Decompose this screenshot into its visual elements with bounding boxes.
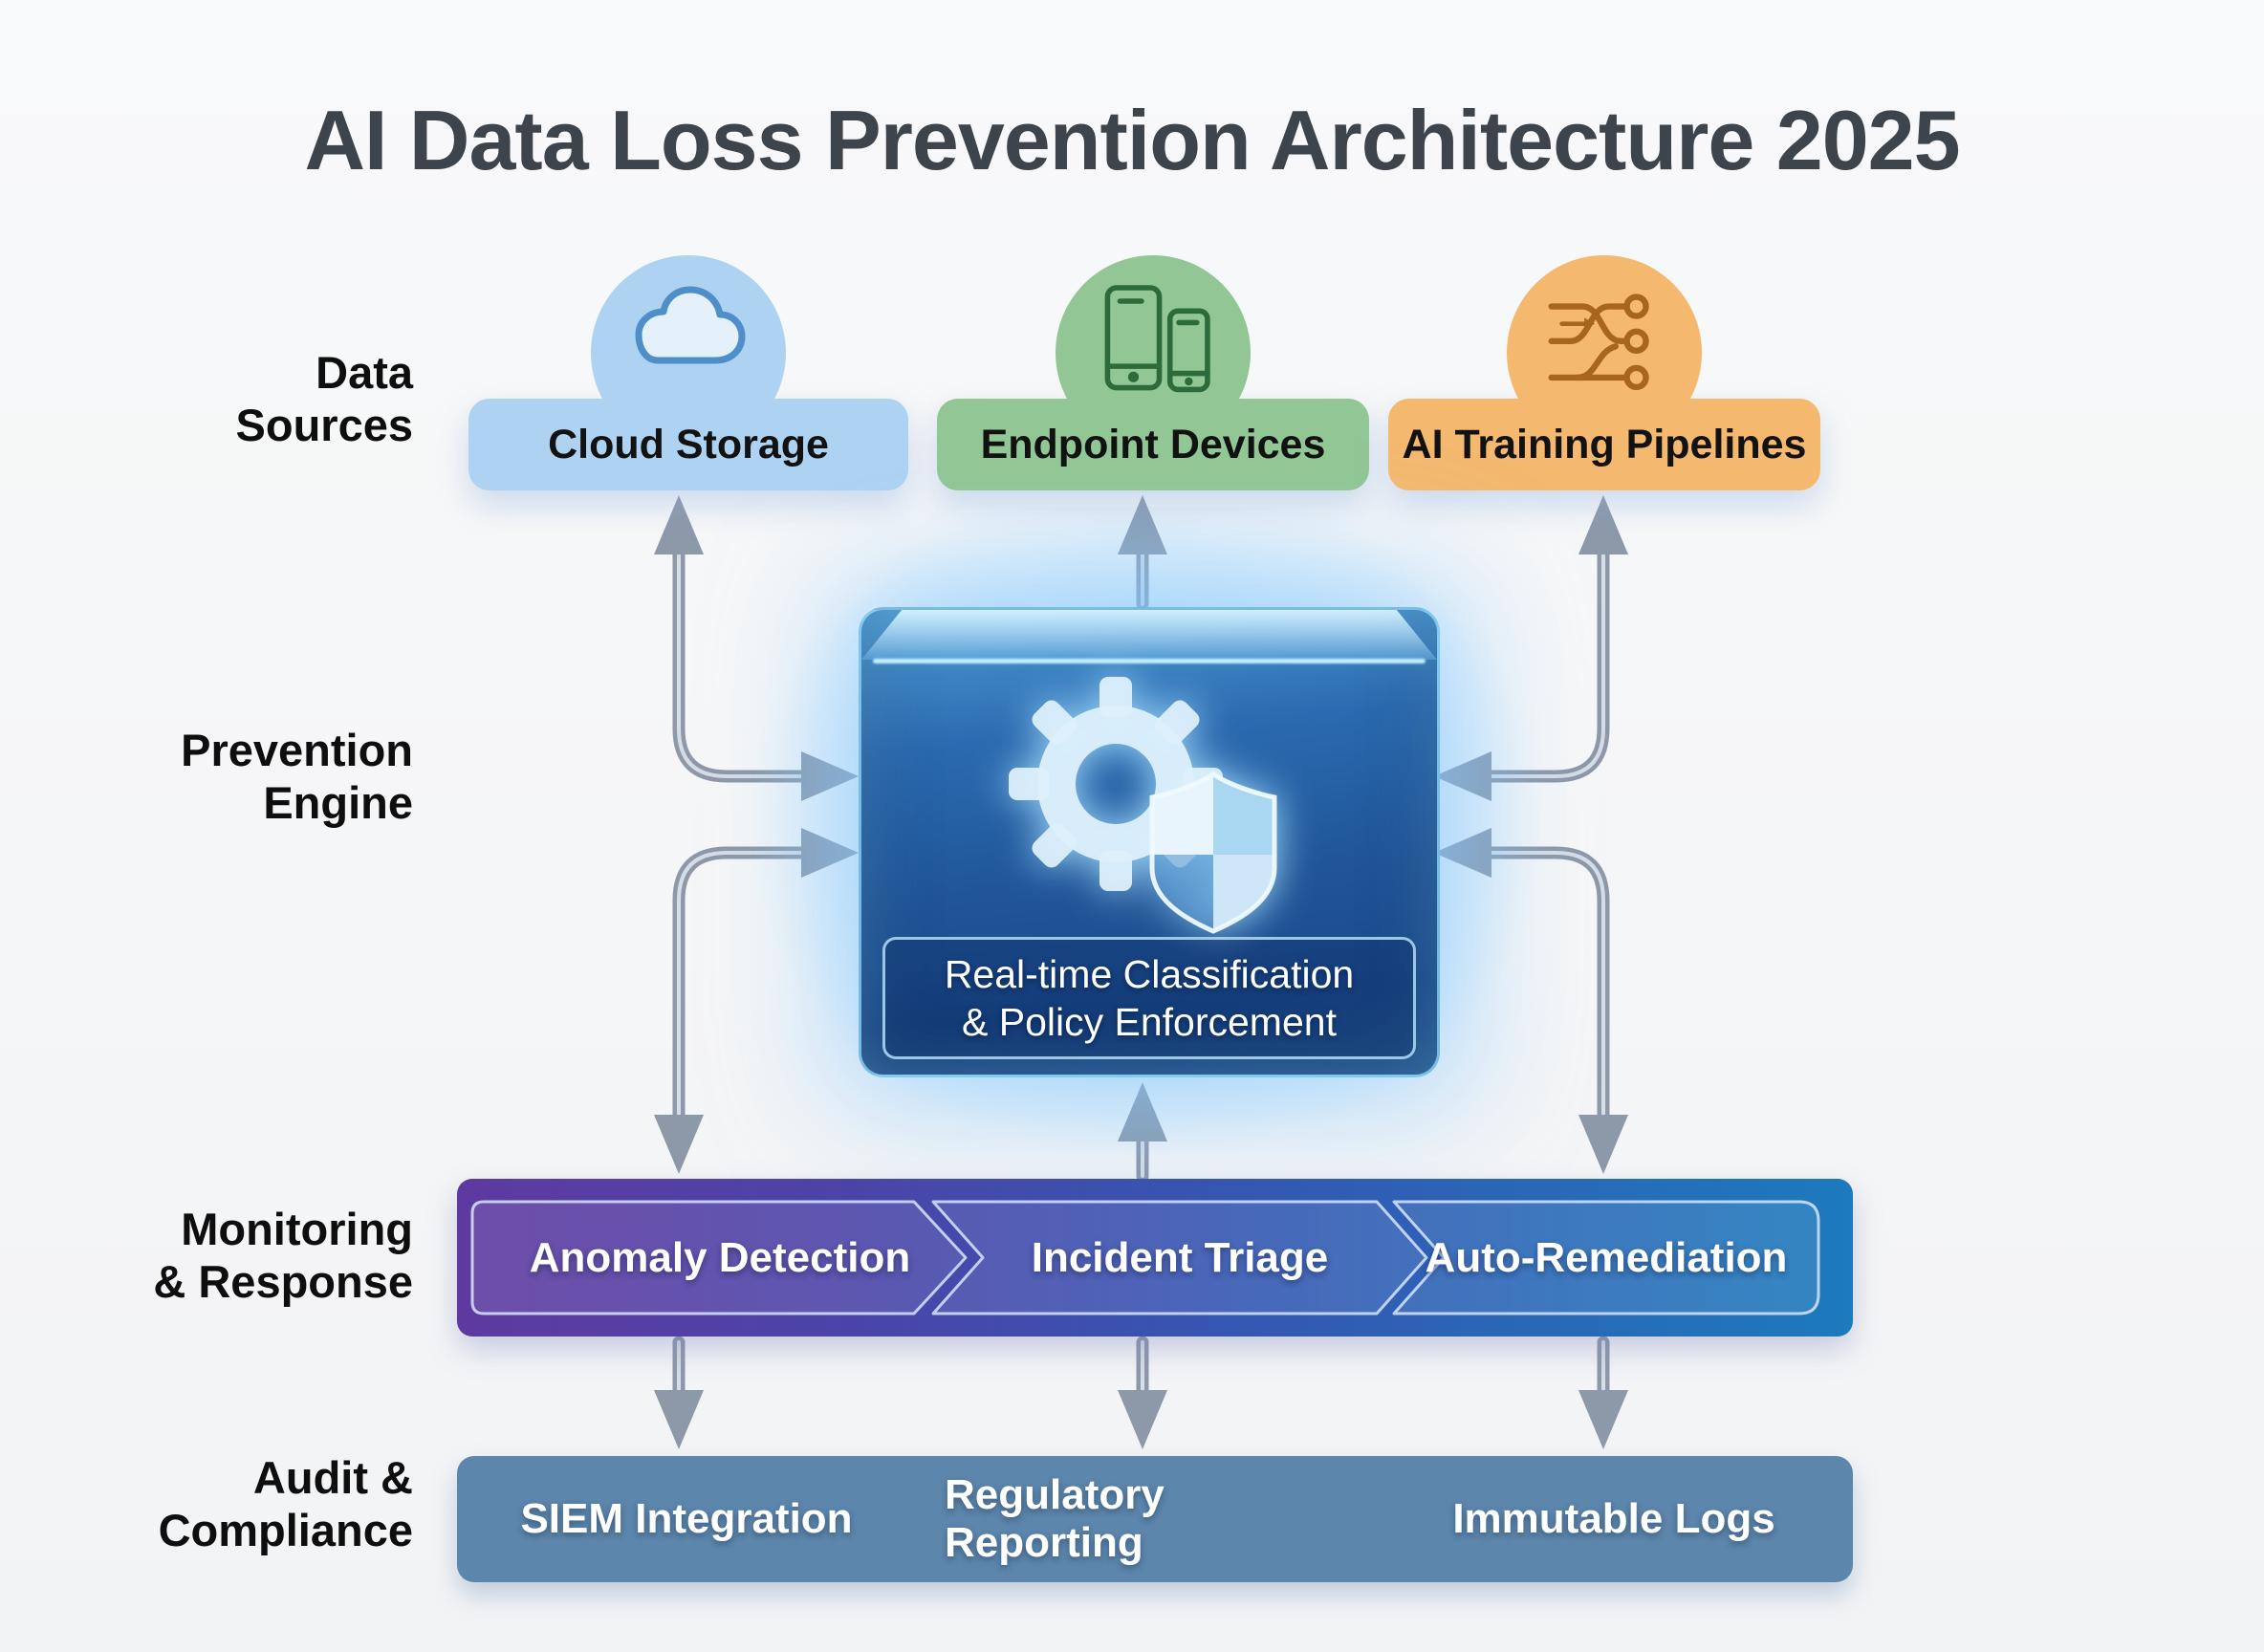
audit-compliance-bar: SIEM Integration Regulatory Reporting Im… — [457, 1456, 1853, 1582]
cube-top-face — [861, 610, 1437, 660]
engine-label-panel: Real-time Classification & Policy Enforc… — [882, 937, 1416, 1059]
audit-item-regulatory: Regulatory Reporting — [945, 1471, 1165, 1566]
stage-chevrons — [470, 1200, 1820, 1315]
endpoint-devices-label: Endpoint Devices — [980, 421, 1326, 467]
stage-auto-remediation: Auto-Remediation — [1425, 1233, 1788, 1281]
prevention-engine-cube: Real-time Classification & Policy Enforc… — [859, 607, 1440, 1077]
row-label-audit-compliance: Audit & Compliance — [158, 1452, 413, 1555]
stage-incident-triage: Incident Triage — [1031, 1233, 1329, 1281]
engine-label-line2: & Policy Enforcement — [962, 1000, 1337, 1044]
box-ai-training-pipelines: AI Training Pipelines — [1388, 255, 1820, 490]
row-label-prevention-engine: Prevention Engine — [181, 725, 413, 828]
cloud-storage-bump — [591, 255, 786, 450]
ai-training-pipelines-label: AI Training Pipelines — [1402, 421, 1807, 467]
cloud-storage-label: Cloud Storage — [548, 421, 829, 467]
audit-item-immutable-logs: Immutable Logs — [1452, 1495, 1775, 1542]
devices-icon — [1104, 285, 1210, 393]
gear-shield-icon — [1009, 677, 1277, 934]
row-label-data-sources: Data Sources — [235, 347, 413, 450]
box-cloud-storage: Cloud Storage — [468, 255, 908, 490]
audit-item-siem: SIEM Integration — [520, 1495, 853, 1542]
page-title: AI Data Loss Prevention Architecture 202… — [304, 93, 1960, 187]
stage-anomaly-detection: Anomaly Detection — [529, 1233, 911, 1281]
row-label-monitoring-response: Monitoring & Response — [153, 1204, 413, 1307]
box-endpoint-devices: Endpoint Devices — [937, 255, 1369, 490]
pipeline-icon — [1548, 293, 1649, 391]
engine-label-line1: Real-time Classification — [944, 952, 1355, 996]
endpoint-devices-bump — [1056, 255, 1251, 450]
cloud-icon — [635, 286, 746, 364]
ai-training-pipelines-bump — [1507, 255, 1702, 450]
monitoring-response-bar: Anomaly Detection Incident Triage Auto-R… — [457, 1179, 1853, 1337]
